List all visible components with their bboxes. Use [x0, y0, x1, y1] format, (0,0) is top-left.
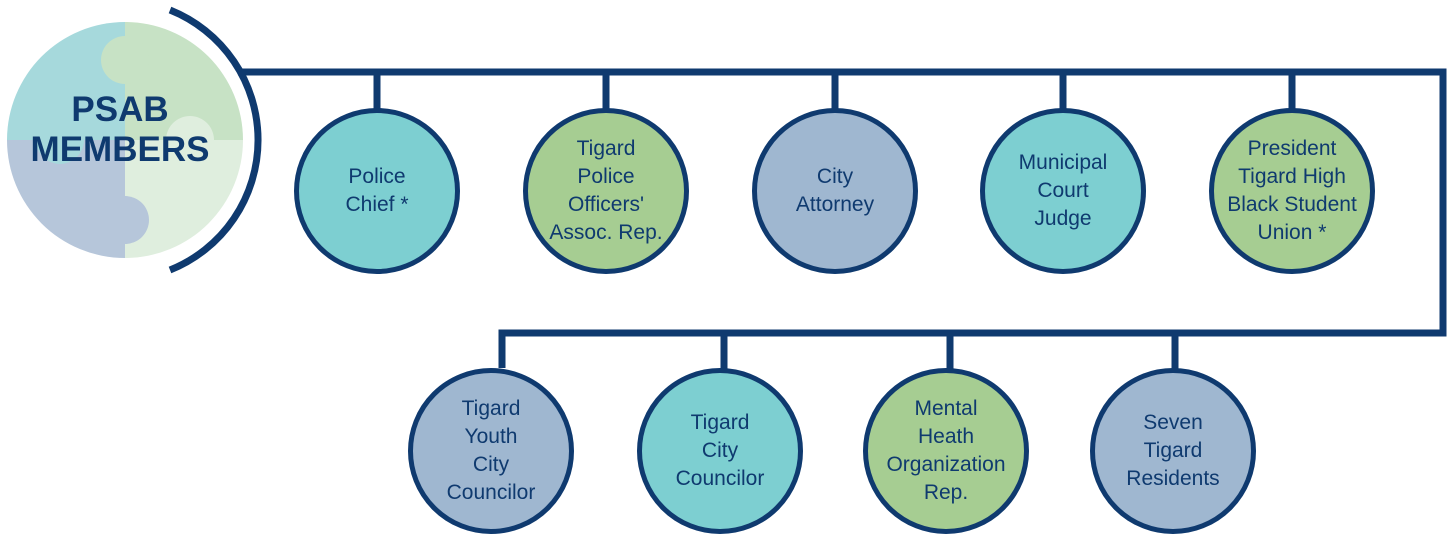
member-municipal-court-judge: Municipal Court Judge — [980, 108, 1146, 274]
member-city-councilor: Tigard City Councilor — [637, 368, 803, 534]
member-label: Tigard Youth City Councilor — [446, 397, 536, 504]
member-label: Seven Tigard Residents — [1126, 411, 1220, 490]
member-seven-tigard-residents: Seven Tigard Residents — [1090, 368, 1256, 534]
member-youth-city-councilor: Tigard Youth City Councilor — [408, 368, 574, 534]
member-label: Tigard Police Officers' Assoc. Rep. — [549, 137, 663, 244]
logo-title: PSAB MEMBERS — [30, 90, 210, 169]
member-label: City Attorney — [795, 165, 875, 216]
member-police-officers-assoc-rep: Tigard Police Officers' Assoc. Rep. — [523, 108, 689, 274]
member-black-student-union-president: President Tigard High Black Student Unio… — [1209, 108, 1375, 274]
member-label: Police Chief * — [345, 165, 409, 216]
member-label: Tigard City Councilor — [675, 411, 765, 490]
member-label: President Tigard High Black Student Unio… — [1227, 137, 1357, 244]
member-city-attorney: City Attorney — [752, 108, 918, 274]
main-connector — [238, 68, 1447, 368]
member-label: Mental Heath Organization Rep. — [886, 397, 1006, 504]
member-police-chief: Police Chief * — [294, 108, 460, 274]
member-mental-health-org-rep: Mental Heath Organization Rep. — [863, 368, 1029, 534]
member-label: Municipal Court Judge — [1018, 151, 1108, 230]
